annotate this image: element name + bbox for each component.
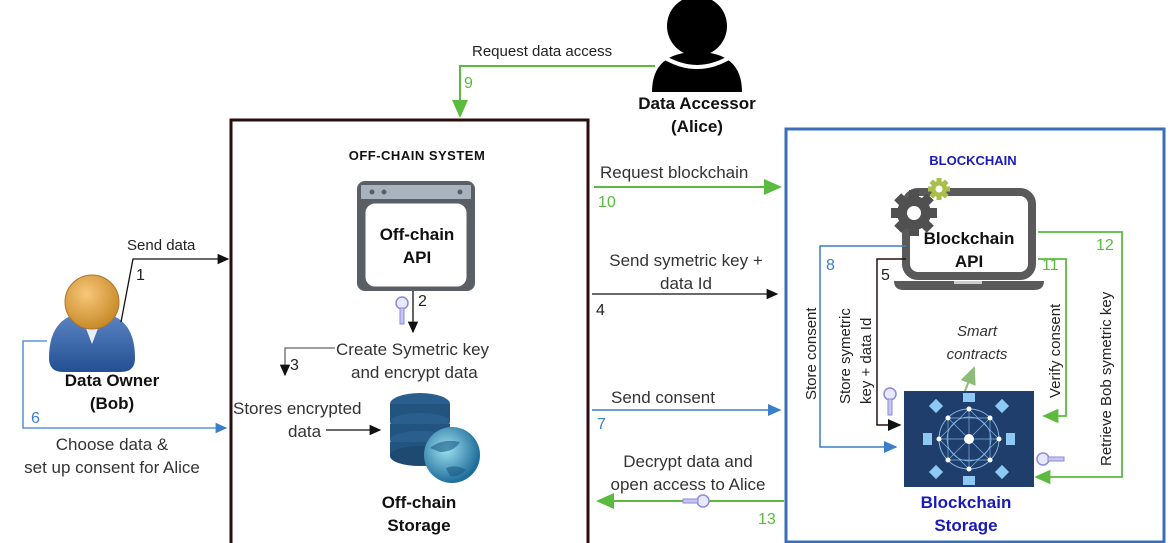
offchain-title: OFF-CHAIN SYSTEM xyxy=(349,148,486,163)
blockchain-api-laptop-icon xyxy=(894,188,1044,290)
step-5-label-2: key + data Id xyxy=(858,318,875,404)
data-accessor-silhouette-icon xyxy=(652,0,742,92)
blockchain-box xyxy=(784,127,1166,543)
small-gear-icon xyxy=(928,178,950,200)
owner-name: Data Owner xyxy=(65,371,160,390)
smart-contracts-label-1: Smart xyxy=(957,323,998,340)
step-1-label: Send data xyxy=(127,237,196,254)
step-12-arrow xyxy=(1034,231,1123,485)
key-icon xyxy=(395,296,409,325)
step-3-number: 3 xyxy=(290,357,299,374)
step-10-label: Request blockchain xyxy=(600,163,748,182)
step-4-number: 4 xyxy=(596,302,605,319)
step-4-label-1: Send symetric key + xyxy=(609,251,763,270)
blockchain-network-icon xyxy=(904,391,1034,487)
blockchain-storage-label-1: Blockchain xyxy=(921,493,1012,512)
offchain-storage-label-1: Off-chain xyxy=(382,493,457,512)
step-6-label-1: Choose data & xyxy=(56,435,169,454)
stores-label-1: Stores encrypted xyxy=(233,399,362,418)
step-5-number: 5 xyxy=(881,267,890,284)
offchain-api-icon xyxy=(357,181,475,291)
step-8-label: Store consent xyxy=(803,307,820,400)
blockchain-storage-label-2: Storage xyxy=(934,516,997,535)
accessor-name: Data Accessor xyxy=(638,94,756,113)
step-2-number: 2 xyxy=(418,293,427,310)
step-1-arrow xyxy=(120,253,230,323)
key-icon xyxy=(1036,452,1065,466)
offchain-system-box xyxy=(229,118,590,543)
step-3-label-2: and encrypt data xyxy=(351,363,478,382)
step-9-arrow xyxy=(452,65,655,118)
step-5-label-1: Store symetric xyxy=(837,308,854,404)
step-13-label-1: Decrypt data and xyxy=(623,452,752,471)
accessor-alias: (Alice) xyxy=(671,117,723,136)
step-11-number: 11 xyxy=(1042,257,1059,274)
step-6-arrow xyxy=(22,340,228,434)
step-13-number: 13 xyxy=(758,511,776,528)
blockchain-api-label-2: API xyxy=(955,252,983,271)
step-6-label-2: set up consent for Alice xyxy=(24,458,200,477)
owner-alias: (Bob) xyxy=(90,394,134,413)
stores-label-2: data xyxy=(288,422,322,441)
step-10-number: 10 xyxy=(598,194,616,211)
step-3-arrow xyxy=(279,347,335,377)
step-4-label-2: data Id xyxy=(660,274,712,293)
smart-contracts-label-2: contracts xyxy=(947,346,1008,363)
step-11-label: Verify consent xyxy=(1047,303,1064,398)
step-11-arrow xyxy=(1038,258,1067,424)
blockchain-api-label-1: Blockchain xyxy=(924,229,1015,248)
step-13-label-2: open access to Alice xyxy=(611,475,766,494)
step-12-label: Retrieve Bob symetric key xyxy=(1098,291,1115,466)
database-globe-icon xyxy=(390,393,480,483)
step-7-label: Send consent xyxy=(611,388,715,407)
step-12-number: 12 xyxy=(1096,237,1114,254)
offchain-storage-label-2: Storage xyxy=(387,516,450,535)
offchain-api-label-1: Off-chain xyxy=(380,225,455,244)
step-5-arrow xyxy=(876,258,906,431)
gear-icon xyxy=(891,190,937,236)
step-3-label-1: Create Symetric key xyxy=(336,340,490,359)
data-owner-avatar-icon xyxy=(49,274,135,372)
step-7-number: 7 xyxy=(597,416,606,433)
key-icon xyxy=(682,494,710,508)
offchain-api-label-2: API xyxy=(403,248,431,267)
blockchain-title: BLOCKCHAIN xyxy=(929,153,1016,168)
key-icon xyxy=(883,387,897,416)
step-1-number: 1 xyxy=(136,267,145,284)
step-6-number: 6 xyxy=(31,410,40,427)
step-8-number: 8 xyxy=(826,257,835,274)
step-9-label: Request data access xyxy=(472,43,612,60)
step-8-arrow xyxy=(819,245,906,453)
step-9-number: 9 xyxy=(464,75,473,92)
